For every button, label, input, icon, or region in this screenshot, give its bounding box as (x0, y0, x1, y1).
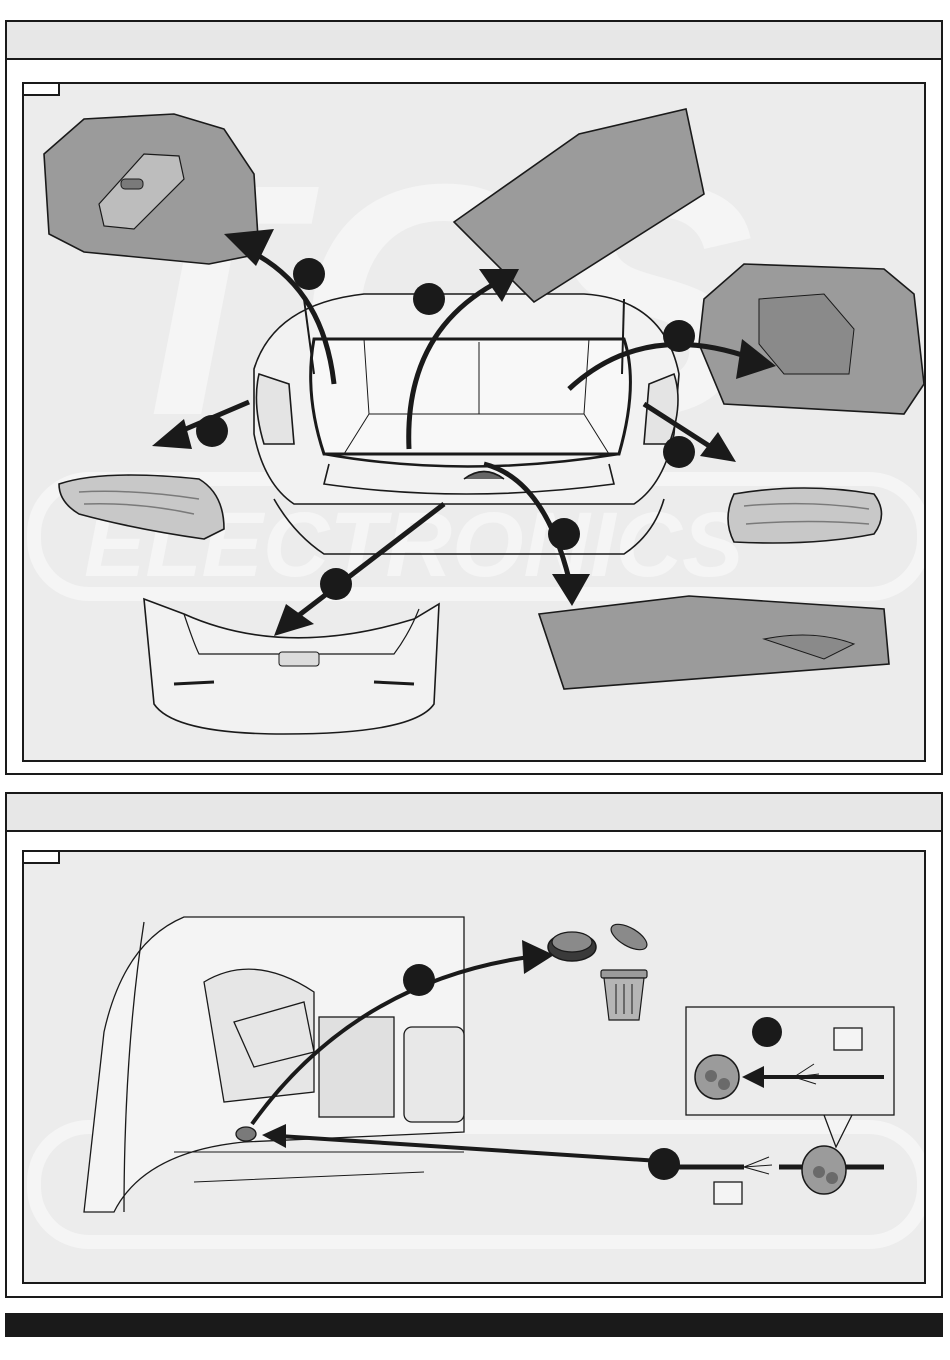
grommet-hole (236, 1127, 256, 1141)
step-panel-1: TCS ELECTRONICS (5, 20, 943, 775)
wiring-harness (674, 1146, 884, 1204)
left-side-trim-handle (121, 179, 143, 189)
disassembly-diagram: TCS ELECTRONICS (24, 84, 926, 760)
step-illustration-2 (22, 850, 926, 1284)
grommet-detail-inset (686, 1007, 894, 1115)
boot-interior (84, 917, 464, 1212)
bumper-plate-mount (279, 652, 319, 666)
grommet-diagram (24, 852, 926, 1282)
step-panel-2 (5, 792, 943, 1298)
footer-bar (5, 1313, 943, 1337)
step-header-1 (7, 22, 941, 60)
step-header-2 (7, 794, 941, 832)
right-tail-light (728, 488, 882, 543)
step-illustration-1: TCS ELECTRONICS (22, 82, 926, 762)
trash-bin (601, 970, 647, 1020)
rubber-grommet (548, 919, 651, 961)
